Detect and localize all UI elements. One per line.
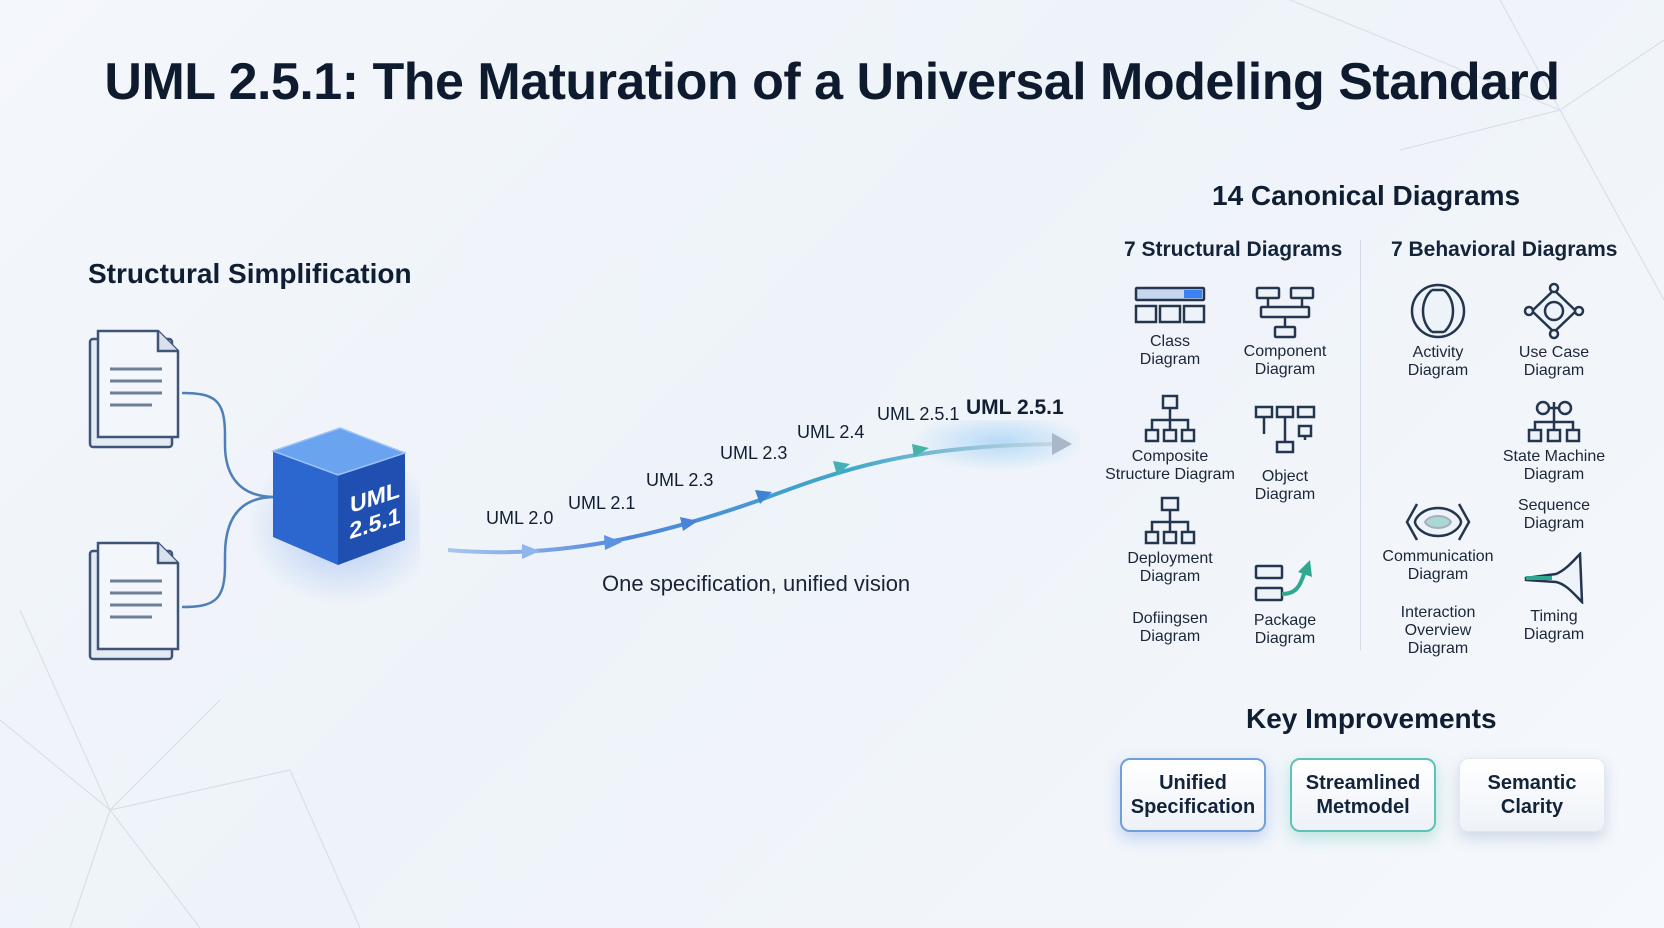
improvement-label: Streamlined Metmodel: [1305, 772, 1421, 818]
diagram-label: Timing Diagram: [1523, 608, 1585, 643]
diagram-item-class: Class Diagram: [1105, 285, 1235, 369]
version-label: UML 2.3: [646, 470, 714, 490]
version-label: UML 2.1: [568, 493, 636, 513]
improvement-label: Unified Specification: [1130, 772, 1256, 818]
diagram-label: Composite Structure Diagram: [1105, 448, 1235, 483]
state-machine-diagram-icon: [1527, 400, 1581, 443]
improvement-streamlined-metmodel[interactable]: Streamlined Metmodel: [1290, 758, 1436, 832]
diagram-item-use-case: Use Case Diagram: [1489, 282, 1619, 380]
diagram-label: Object Diagram: [1254, 468, 1316, 503]
diagram-item-state-machine: State Machine Diagram: [1489, 398, 1619, 484]
version-label: UML 2.5.1: [877, 404, 960, 424]
canonical-heading: 14 Canonical Diagrams: [1212, 180, 1521, 211]
version-label: UML 2.3: [720, 443, 788, 463]
diagram-item-communication: Communication Diagram: [1373, 500, 1503, 584]
improvement-label: Semantic Clarity: [1487, 772, 1577, 818]
diagram-label: Interaction Overview Diagram: [1400, 604, 1476, 657]
diagram-item-composite-structure: Composite Structure Diagram: [1105, 394, 1235, 484]
page-title: UML 2.5.1: The Maturation of a Universal…: [104, 53, 1560, 111]
diagram-label: Dofiingsen Diagram: [1132, 610, 1208, 645]
timing-diagram-icon: [1524, 552, 1584, 604]
merge-connector: [181, 391, 276, 609]
version-label: UML 2.4: [797, 422, 865, 442]
component-diagram-icon: [1255, 286, 1315, 339]
timeline-arrow-markers: [522, 433, 1072, 559]
diagram-item-component: Component Diagram: [1220, 285, 1350, 379]
uml-cube-icon: [270, 427, 408, 565]
diagram-item-object: Object Diagram: [1220, 404, 1350, 504]
diagram-item-deployment: Deployment Diagram: [1105, 496, 1235, 586]
diagram-label: State Machine Diagram: [1502, 448, 1606, 483]
version-label: UML 2.0: [486, 508, 554, 528]
diagram-item-timing: Timing Diagram: [1489, 552, 1619, 644]
document-icon: [88, 541, 180, 661]
column-divider: [1360, 240, 1361, 650]
version-timeline: [447, 420, 1080, 559]
class-diagram-icon: [1134, 286, 1206, 324]
structural-heading: 7 Structural Diagrams: [1124, 238, 1343, 261]
use-case-diagram-icon: [1523, 282, 1585, 340]
communication-diagram-icon: [1405, 503, 1471, 541]
diagram-item-interaction-overview: Interaction Overview Diagram: [1373, 604, 1503, 658]
diagram-item-package: Package Diagram: [1220, 558, 1350, 648]
activity-diagram-icon: [1410, 283, 1466, 339]
diagram-item-unnamed-structural: Dofiingsen Diagram: [1105, 610, 1235, 646]
diagram-label: Package Diagram: [1253, 612, 1317, 647]
version-label-final: UML 2.5.1: [966, 396, 1064, 419]
deployment-diagram-icon: [1144, 496, 1196, 545]
diagram-label: Class Diagram: [1139, 333, 1201, 368]
diagram-item-sequence: Sequence Diagram: [1489, 497, 1619, 533]
merge-illustration: [88, 329, 420, 661]
diagram-label: Use Case Diagram: [1518, 344, 1590, 379]
improvements-heading: Key Improvements: [1246, 703, 1497, 734]
diagram-item-activity: Activity Diagram: [1373, 282, 1503, 380]
diagram-label: Communication Diagram: [1382, 548, 1494, 583]
object-diagram-icon: [1254, 405, 1316, 454]
package-diagram-icon: [1254, 560, 1312, 602]
improvement-unified-specification[interactable]: Unified Specification: [1120, 758, 1266, 832]
timeline-caption: One specification, unified vision: [602, 571, 911, 596]
diagram-label: Sequence Diagram: [1517, 497, 1591, 532]
improvement-semantic-clarity[interactable]: Semantic Clarity: [1459, 758, 1605, 832]
composite-structure-diagram-icon: [1144, 394, 1196, 443]
behavioral-heading: 7 Behavioral Diagrams: [1391, 238, 1618, 261]
document-icon: [88, 329, 180, 449]
diagram-label: Component Diagram: [1243, 343, 1327, 378]
diagram-label: Deployment Diagram: [1127, 550, 1213, 585]
diagram-label: Activity Diagram: [1407, 344, 1469, 379]
simplification-heading: Structural Simplification: [88, 258, 412, 289]
